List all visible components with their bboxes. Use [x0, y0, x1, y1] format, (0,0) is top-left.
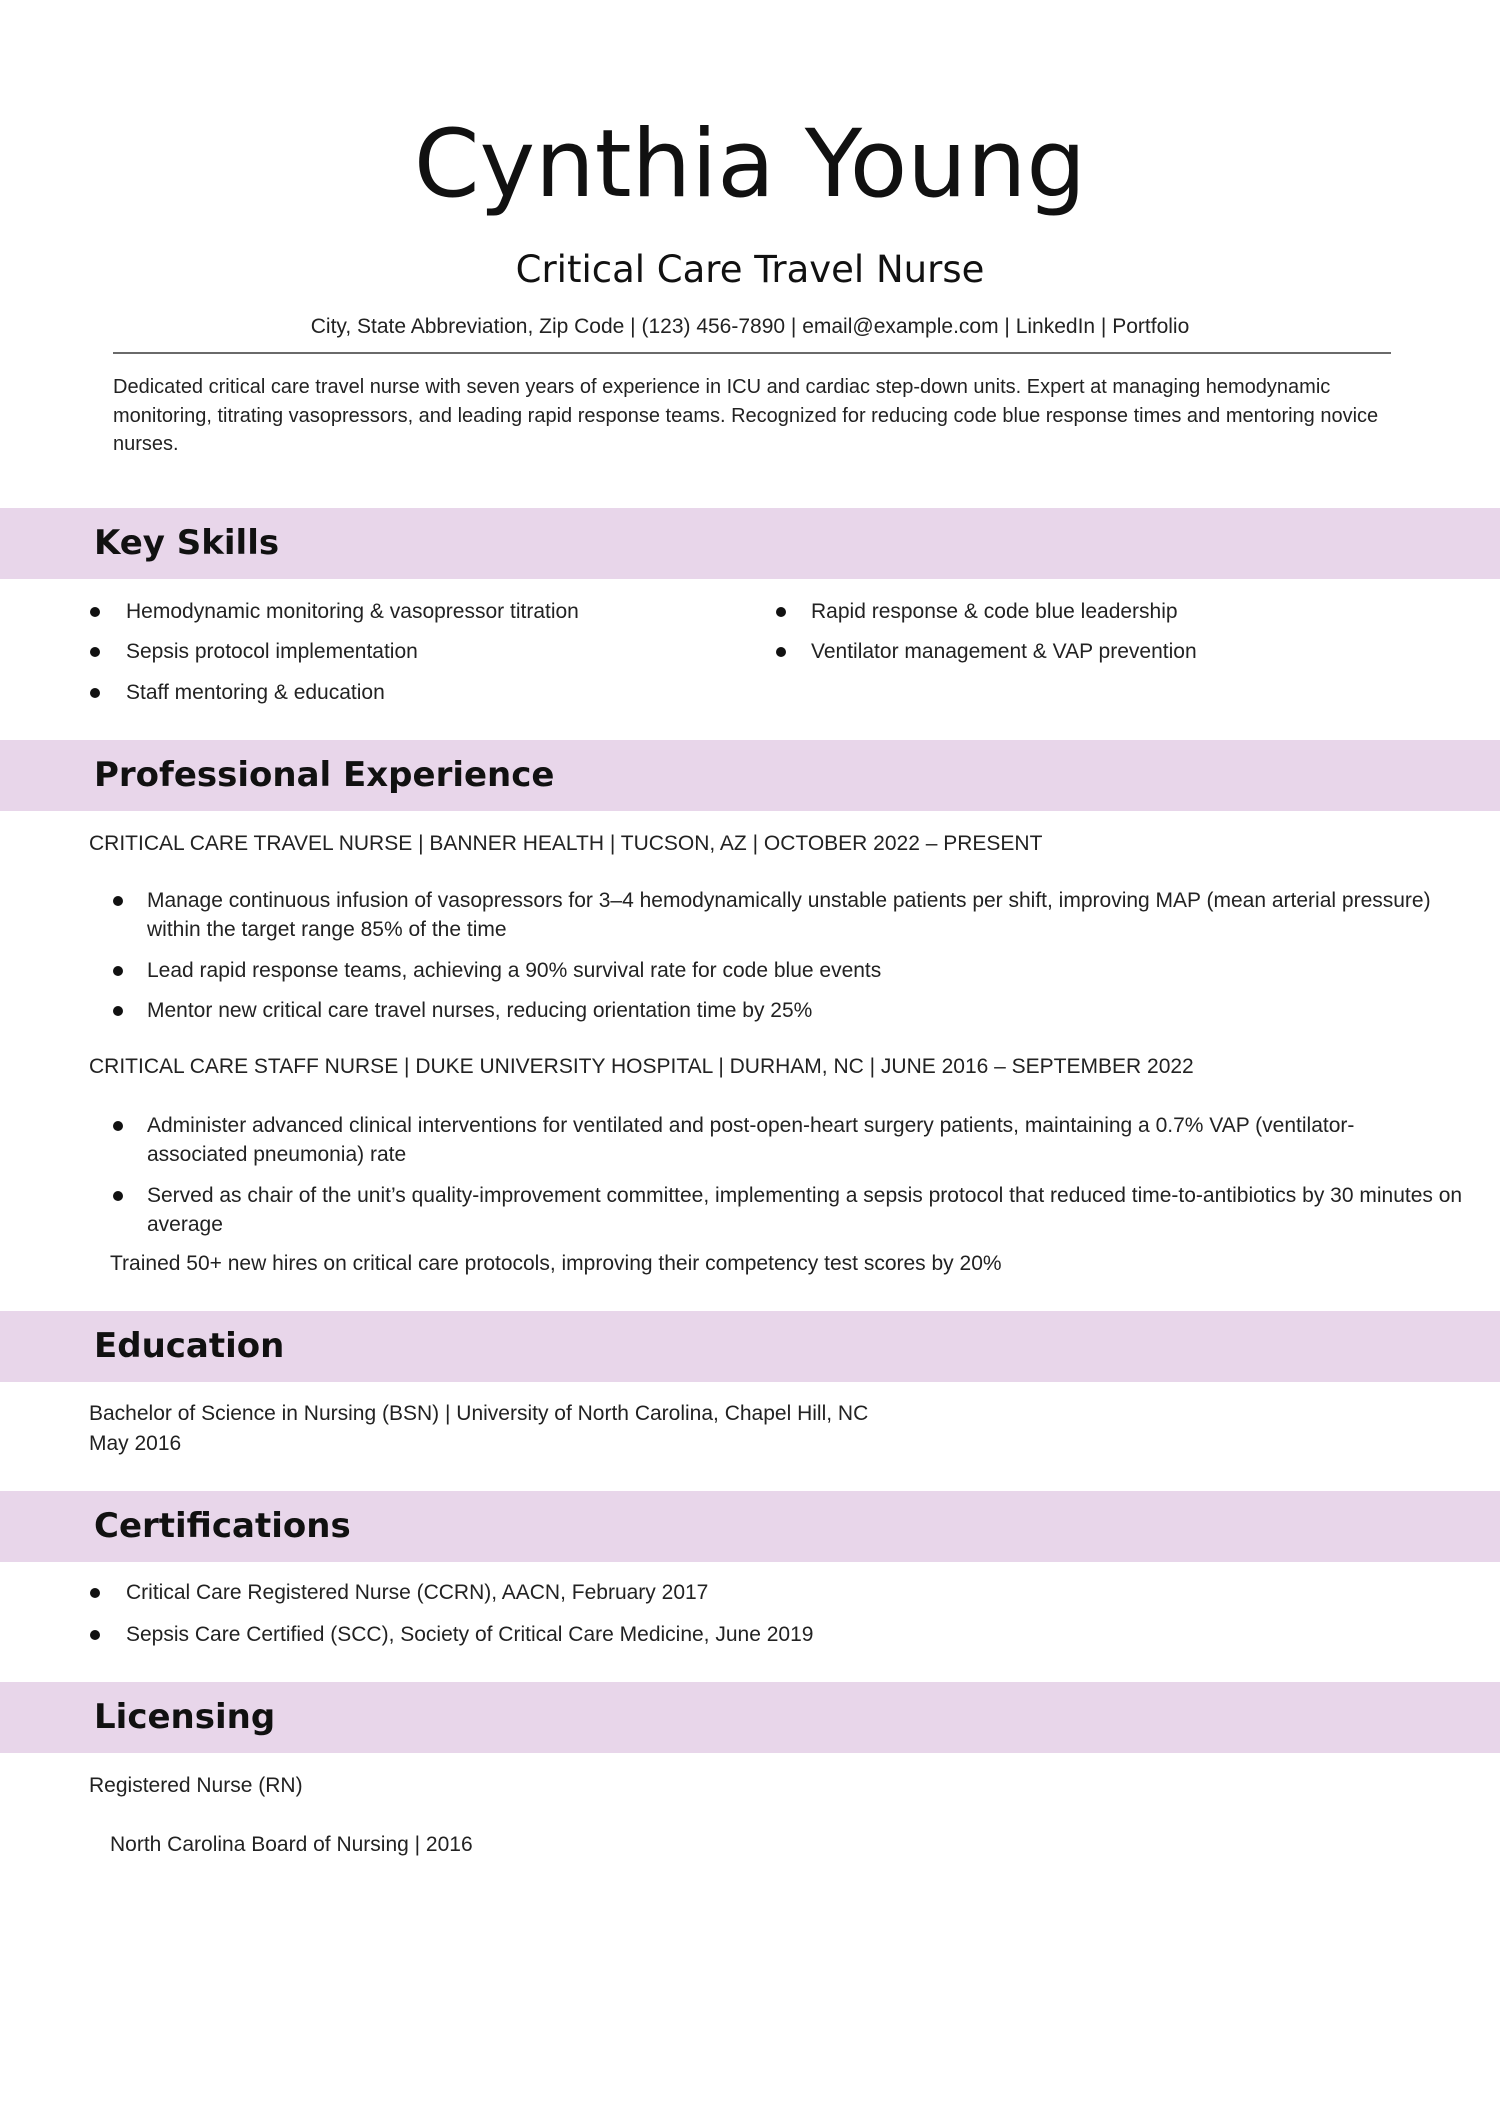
professional-summary: Dedicated critical care travel nurse wit… [113, 376, 1379, 455]
job-bullet: Lead rapid response teams, achieving a 9… [147, 959, 882, 982]
job-bullet: Served as chair of the unit’s quality-im… [147, 1184, 1463, 1236]
skill-item: Hemodynamic monitoring & vasopressor tit… [126, 600, 579, 623]
job-header: CRITICAL CARE STAFF NURSE | DUKE UNIVERS… [89, 1055, 1194, 1078]
section-heading-education: Education [94, 1326, 285, 1366]
education-degree: Bachelor of Science in Nursing (BSN) | U… [89, 1402, 869, 1425]
section-band-experience: Professional Experience [0, 740, 1500, 811]
license-name: Registered Nurse (RN) [89, 1774, 303, 1797]
candidate-name: Cynthia Young [413, 110, 1087, 219]
bullet-dot [90, 1630, 100, 1640]
bullet-dot [90, 647, 100, 657]
skill-item: Sepsis protocol implementation [126, 640, 418, 663]
bullet-dot [113, 1191, 123, 1201]
bullet-dot [90, 1588, 100, 1598]
bullet-dot [776, 647, 786, 657]
skill-item: Ventilator management & VAP prevention [811, 640, 1197, 663]
section-heading-key-skills: Key Skills [94, 523, 280, 563]
certification-item: Sepsis Care Certified (SCC), Society of … [126, 1623, 814, 1646]
job-bullet: Mentor new critical care travel nurses, … [147, 999, 813, 1022]
job-header: CRITICAL CARE TRAVEL NURSE | BANNER HEAL… [89, 832, 1043, 855]
section-band-education: Education [0, 1311, 1500, 1382]
certification-item: Critical Care Registered Nurse (CCRN), A… [126, 1581, 709, 1604]
header-divider [113, 352, 1391, 354]
job-bullet: Administer advanced clinical interventio… [147, 1114, 1355, 1166]
bullet-dot [90, 688, 100, 698]
section-band-certifications: Certifications [0, 1491, 1500, 1562]
bullet-dot [776, 607, 786, 617]
section-heading-experience: Professional Experience [94, 755, 555, 795]
section-band-licensing: Licensing [0, 1682, 1500, 1753]
skill-item: Rapid response & code blue leadership [811, 600, 1178, 623]
bullet-dot [113, 966, 123, 976]
section-band-key-skills: Key Skills [0, 508, 1500, 579]
bullet-dot [113, 1121, 123, 1131]
section-heading-certifications: Certifications [94, 1506, 351, 1546]
skill-item: Staff mentoring & education [126, 681, 385, 704]
bullet-dot [90, 607, 100, 617]
bullet-dot [113, 1006, 123, 1016]
contact-line: City, State Abbreviation, Zip Code | (12… [310, 315, 1190, 338]
job-title: Critical Care Travel Nurse [515, 248, 985, 291]
job-note: Trained 50+ new hires on critical care p… [110, 1252, 1002, 1275]
education-date: May 2016 [89, 1432, 182, 1455]
license-board: North Carolina Board of Nursing | 2016 [110, 1833, 473, 1856]
bullet-dot [113, 896, 123, 906]
section-heading-licensing: Licensing [94, 1697, 276, 1737]
job-bullet: Manage continuous infusion of vasopresso… [147, 889, 1431, 941]
